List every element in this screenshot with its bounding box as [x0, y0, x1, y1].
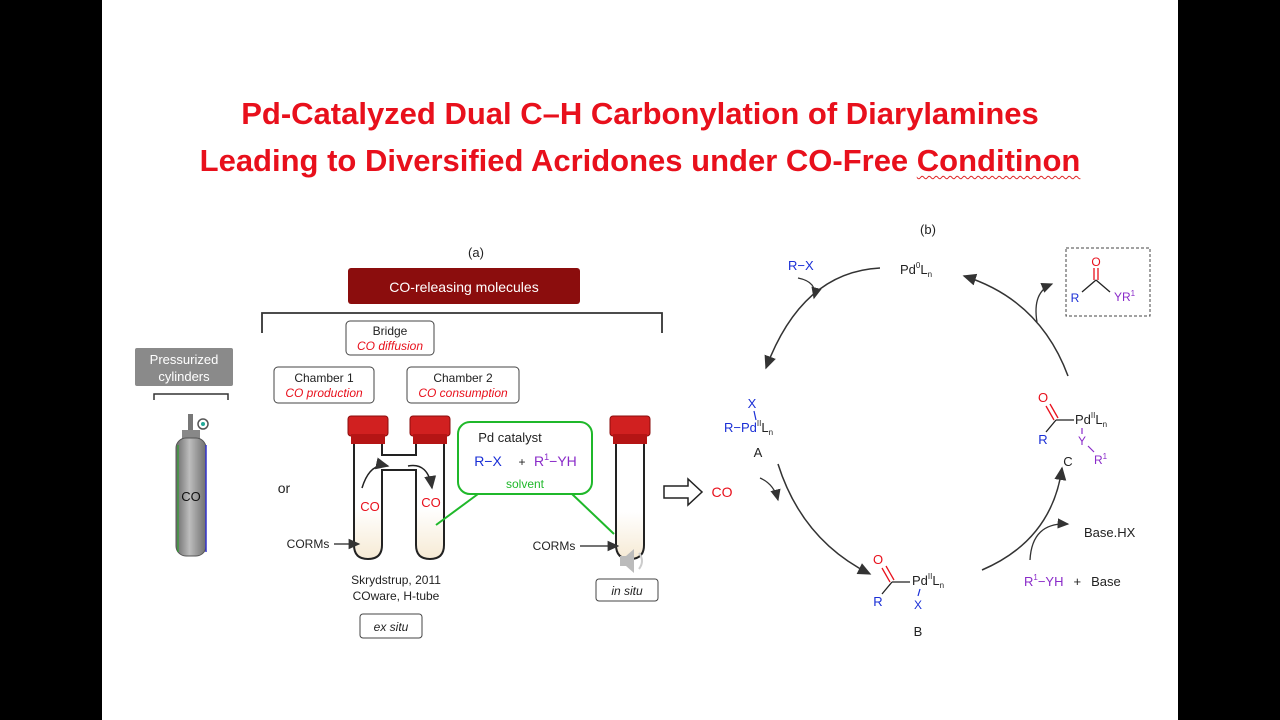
- c-pd: PdIILn: [1075, 411, 1107, 429]
- b-r: R: [873, 594, 882, 609]
- c-r: R: [1038, 432, 1047, 447]
- chamber-2-sub: CO consumption: [418, 386, 508, 400]
- ex-situ-box: ex situ: [359, 613, 423, 639]
- a-formula: R−PdIILn: [724, 419, 773, 437]
- title-line-1: Pd-Catalyzed Dual C–H Carbonylation of D…: [241, 96, 1039, 131]
- pressurized-label-box: Pressurized cylinders: [135, 348, 233, 386]
- in-situ-text: in situ: [611, 584, 643, 598]
- bridge-box: Bridge CO diffusion: [345, 320, 435, 356]
- panel-b-label: (b): [920, 222, 936, 237]
- h-tube-co-left: CO: [360, 499, 380, 514]
- corm-header-box: CO-releasing molecules: [348, 268, 580, 304]
- rx-reagent: R−X: [788, 258, 814, 273]
- corm-bracket: [261, 312, 663, 333]
- b-x: X: [914, 598, 922, 612]
- pressurized-line-1: Pressurized: [150, 352, 219, 367]
- base-hx: Base.HX: [1084, 525, 1136, 540]
- c-oxygen: O: [1038, 390, 1048, 405]
- a-label: A: [754, 445, 763, 460]
- gas-cylinder-icon: CO: [175, 414, 209, 557]
- b-label: B: [914, 624, 923, 639]
- corm-header-text: CO-releasing molecules: [389, 279, 538, 295]
- bridge-sub: CO diffusion: [357, 339, 423, 353]
- callout-plus: +: [518, 455, 525, 469]
- catalytic-cycle-arrows: [759, 267, 1070, 575]
- c-label: C: [1063, 454, 1072, 469]
- chamber-2-title: Chamber 2: [433, 371, 493, 385]
- or-text: or: [278, 480, 291, 496]
- b-pd: PdIILn: [912, 572, 944, 590]
- chamber-1-title: Chamber 1: [294, 371, 354, 385]
- pressurized-line-2: cylinders: [158, 369, 210, 384]
- corms-right-label: CORMs: [533, 539, 576, 553]
- callout-solvent: solvent: [506, 477, 545, 491]
- hollow-arrow-icon: [663, 477, 704, 507]
- c-r1: R1: [1094, 452, 1108, 467]
- diagram-canvas: (a) CO-releasing molecules Pressurized c…: [135, 222, 1151, 639]
- pd0-catalyst: Pd0Ln: [900, 261, 932, 279]
- chamber-1-box: Chamber 1 CO production: [273, 366, 375, 404]
- chamber-2-box: Chamber 2 CO consumption: [406, 366, 520, 404]
- test-tube-icon: [609, 415, 651, 561]
- product-box: O R YR1: [1065, 247, 1151, 317]
- reagents-line: R1−YH+Base: [1024, 573, 1121, 589]
- title-misspelled-word: Conditinon: [916, 143, 1081, 178]
- intermediate-c: O R PdIILn Y R1 C: [1038, 390, 1108, 469]
- title-line-2-main: Leading to Diversified Acridones under C…: [199, 143, 917, 178]
- callout-r1: R1−YH: [534, 452, 577, 469]
- product-oxygen: O: [1091, 255, 1100, 269]
- b-oxygen: O: [873, 552, 883, 567]
- chamber-1-sub: CO production: [285, 386, 363, 400]
- slide: Pd-Catalyzed Dual C–H Carbonylation of D…: [102, 0, 1178, 720]
- speaker-icon: [620, 549, 643, 573]
- cylinder-bracket: [153, 393, 229, 400]
- intermediate-a: X R−PdIILn A: [724, 396, 773, 460]
- reference-line-2: COware, H-tube: [353, 589, 440, 603]
- c-y: Y: [1078, 434, 1086, 448]
- h-tube-co-right: CO: [421, 495, 441, 510]
- reference-line-1: Skrydstrup, 2011: [351, 573, 441, 587]
- callout-rx: R−X: [474, 453, 502, 469]
- corms-left-label: CORMs: [287, 537, 330, 551]
- title-line-2: Leading to Diversified Acridones under C…: [102, 143, 1178, 179]
- bridge-title: Bridge: [373, 324, 408, 338]
- ex-situ-text: ex situ: [374, 620, 409, 634]
- panel-a-label: (a): [468, 245, 484, 260]
- h-tube-icon: CO CO: [347, 415, 451, 561]
- arrow-co-label: CO: [712, 484, 733, 500]
- intermediate-b: O R PdIILn X B: [873, 552, 944, 639]
- callout-title: Pd catalyst: [478, 430, 542, 445]
- product-r: R: [1071, 291, 1080, 305]
- pd-catalyst-callout: Pd catalyst R−X + R1−YH solvent: [435, 421, 615, 535]
- in-situ-box: in situ: [595, 578, 659, 602]
- product-yr1: YR1: [1114, 289, 1136, 304]
- a-x: X: [748, 396, 757, 411]
- cylinder-co-label: CO: [181, 489, 201, 504]
